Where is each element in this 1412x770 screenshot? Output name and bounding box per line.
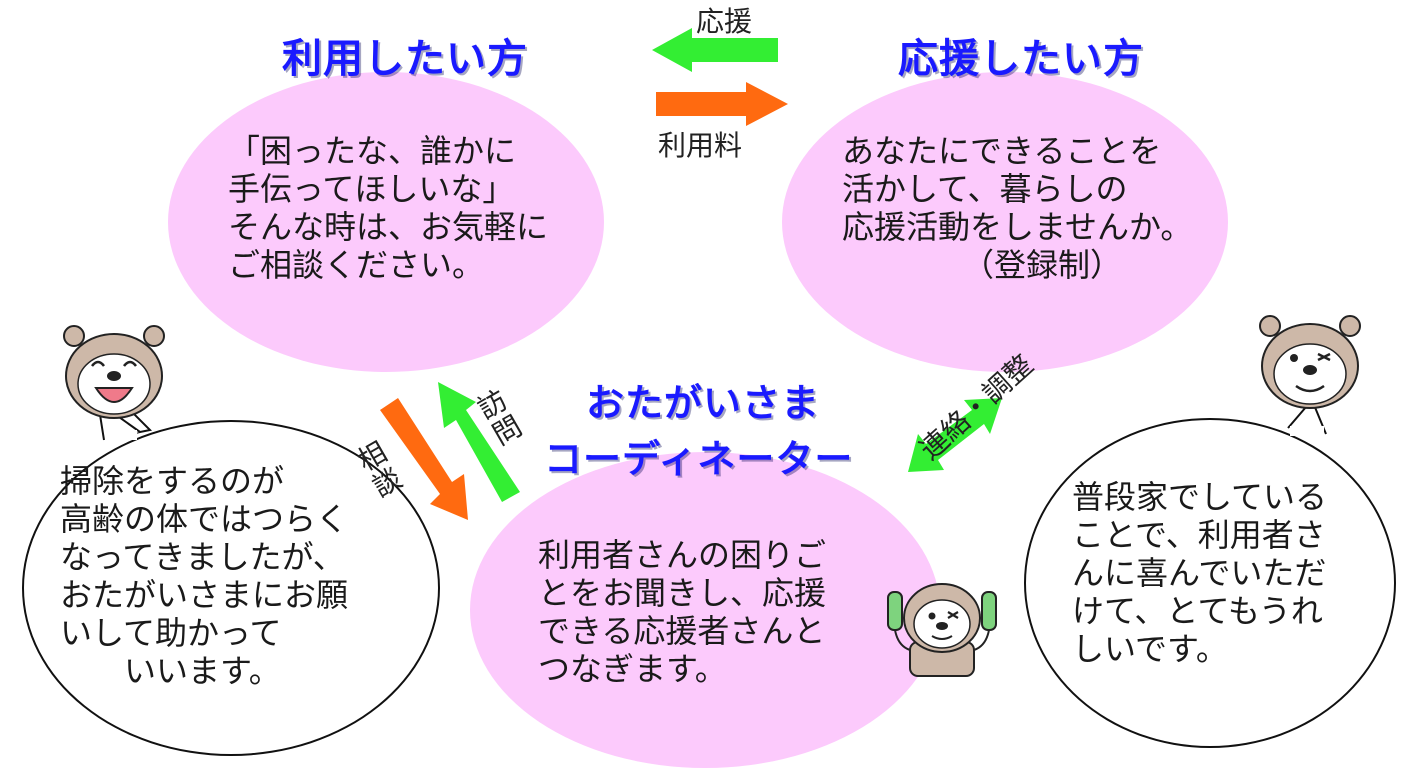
visit-arrow	[438, 382, 520, 502]
support-arrow-label: 応援	[696, 5, 753, 38]
user-bubble	[168, 72, 604, 372]
consult-arrow	[380, 398, 468, 520]
supporter-voice-text: 普段家でしている ことで、利用者さ んに喜んでいただ けて、とてもうれ しいです…	[1072, 478, 1328, 668]
supporter-registration-text: （登録制）	[962, 246, 1123, 284]
smiling-mascot-icon	[63, 325, 165, 419]
coordinator-heading-line1: おたがいさま	[586, 381, 821, 425]
supporter-bubble	[782, 72, 1228, 372]
coordinator-body-text: 利用者さんの困りご とをお聞きし、応援 できる応援者さんと つなぎます。	[538, 536, 827, 688]
supporter-body-text: あなたにできることを 活かして、暮らしの 応援活動をしませんか。	[842, 132, 1193, 246]
fee-arrow	[656, 82, 788, 126]
user-voice-text: 掃除をするのが 高齢の体ではつらく なってきましたが、 おたがいさまにお願 いし…	[60, 462, 349, 690]
mascot-with-phones-icon	[887, 583, 997, 677]
user-heading: 利用したい方	[282, 36, 528, 82]
contact-arrow	[908, 398, 1002, 472]
support-arrow	[652, 28, 778, 72]
coordinator-bubble	[470, 452, 940, 768]
winking-mascot-icon	[1259, 315, 1361, 409]
supporter-heading: 応援したい方	[898, 36, 1144, 82]
coordinator-heading-line2: コーディネーター	[544, 437, 854, 481]
user-speech-ellipse	[22, 420, 440, 756]
fee-arrow-label: 利用料	[658, 129, 743, 162]
supporter-speech-ellipse	[1024, 418, 1396, 748]
user-body-text: 「困ったな、誰かに 手伝ってほしいな」 そんな時は、お気軽に ご相談ください。	[228, 132, 549, 284]
